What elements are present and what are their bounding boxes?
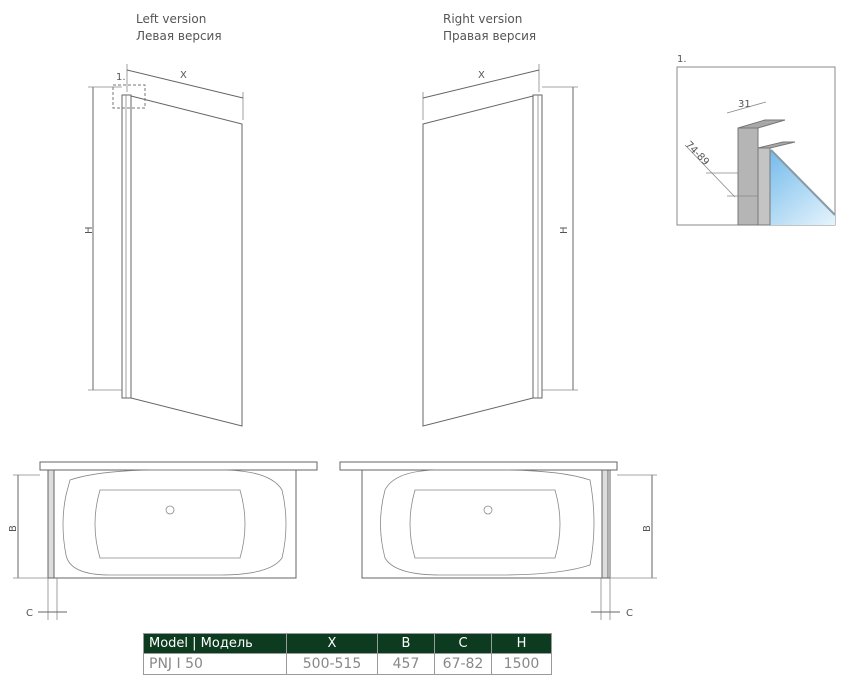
right-title-en: Right version [443,12,522,26]
c-label: C [626,608,633,619]
c-label: C [26,608,33,619]
glass-panel [422,95,534,427]
left-title-ru: Левая версия [136,29,222,43]
glass-panel [130,95,243,427]
x-dimension-line [126,69,244,99]
detail-marker [112,84,146,109]
x-label: X [180,70,187,81]
b-label: B [642,525,653,532]
header-model: Model | Модель [143,633,287,654]
table-header-row: Model | Модель X B C H [143,633,552,654]
header-b: B [377,633,435,654]
dimensions-table: Model | Модель X B C H PNJ I 50 500-515 … [143,633,552,675]
screen-panel [47,469,55,579]
cell-model: PNJ I 50 [143,653,287,675]
cell-b: 457 [377,653,435,675]
header-x: X [286,633,378,654]
b-label: B [8,525,19,532]
x-label: X [478,70,485,81]
left-version-elevation: Left version Левая версия X H 1. [84,12,244,427]
left-title-en: Left version [136,12,206,26]
detail-ref: 1. [116,72,126,83]
bathtub [47,469,297,579]
cell-c: 67-82 [434,653,492,675]
detail-ref: 1. [677,54,687,65]
header-h: H [491,633,552,654]
table-row: PNJ I 50 500-515 457 67-82 1500 [143,653,552,675]
left-plan-view: B C [8,461,318,620]
right-plan-view: B C [339,461,657,620]
header-c: C [434,633,492,654]
h-label: H [84,226,95,234]
detail-width: 31 [738,99,751,110]
profile-detail: 1. 31 74-89 [676,54,836,226]
h-label: H [559,226,570,234]
bathtub [361,469,611,579]
screen-panel [601,469,609,579]
right-title-ru: Правая версия [443,29,536,43]
wall-profile [121,94,132,399]
right-version-elevation: Right version Правая версия X H [422,12,578,427]
cell-h: 1500 [491,653,552,675]
x-dimension-line [422,69,540,99]
wall-profile [532,94,543,399]
cell-x: 500-515 [286,653,378,675]
